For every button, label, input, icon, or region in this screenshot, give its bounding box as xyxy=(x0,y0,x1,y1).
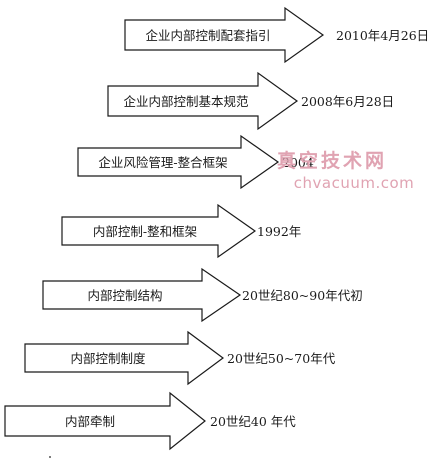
arrow-shape xyxy=(42,267,242,323)
date-label: 2010年4月26日 xyxy=(336,28,429,43)
arrow-label: 内部控制-整和框架 xyxy=(93,224,197,239)
arrow-label: 内部控制制度 xyxy=(70,351,146,366)
date-label: 1992年 xyxy=(257,224,301,239)
arrow-shape xyxy=(77,134,280,190)
stage-arrow-2: 企业风险管理-整合框架 2004 xyxy=(77,134,314,190)
arrow-label: 内部牵制 xyxy=(65,414,115,429)
stage-arrow-6: 内部牵制 20世纪40 年代 xyxy=(4,391,296,451)
arrow-shape xyxy=(61,203,257,259)
date-label: 2008年6月28日 xyxy=(301,94,394,109)
stage-arrow-0: 企业内部控制配套指引 2010年4月26日 xyxy=(124,6,429,64)
watermark-english: chvacuum.com xyxy=(294,174,415,192)
arrow-shape xyxy=(4,391,206,451)
date-label: 20世纪50~70年代 xyxy=(227,351,336,366)
arrow-shape xyxy=(124,6,325,64)
arrow-label: 内部控制结构 xyxy=(87,288,162,303)
stage-arrow-3: 内部控制-整和框架 1992年 xyxy=(61,203,301,259)
arrow-label: 企业内部控制基本规范 xyxy=(123,94,248,109)
date-label: 20世纪80~90年代初 xyxy=(242,288,363,303)
date-label: 20世纪40 年代 xyxy=(210,414,296,429)
arrow-shape xyxy=(107,71,299,131)
stage-arrow-1: 企业内部控制基本规范 2008年6月28日 xyxy=(107,71,394,131)
watermark-chinese: 真空技术网 xyxy=(277,149,387,172)
stage-arrow-5: 内部控制制度 20世纪50~70年代 xyxy=(24,330,336,386)
arrow-label: 企业风险管理-整合框架 xyxy=(98,155,227,170)
arrow-label: 企业内部控制配套指引 xyxy=(145,28,270,43)
arrow-shape xyxy=(24,330,225,386)
stage-arrow-4: 内部控制结构 20世纪80~90年代初 xyxy=(42,267,363,323)
watermark: 真空技术网 chvacuum.com xyxy=(277,149,414,192)
date-label: 2004 xyxy=(282,155,314,170)
speck-mark xyxy=(49,456,51,458)
